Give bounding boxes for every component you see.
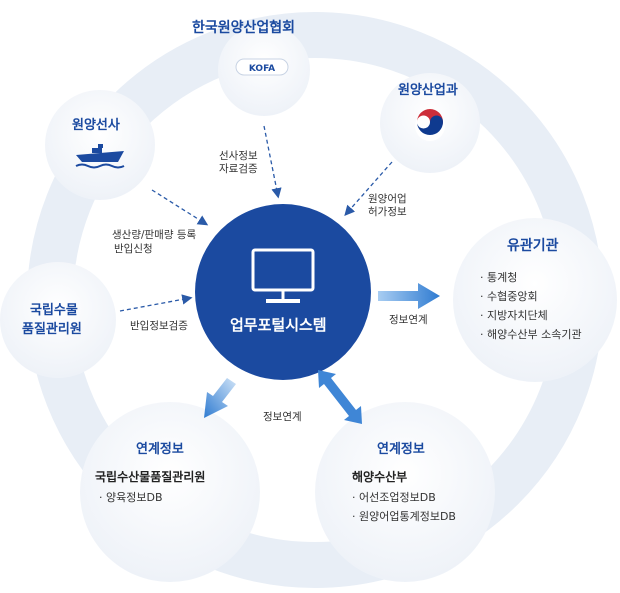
list-item: 양육정보DB: [99, 488, 163, 507]
monitor-icon: [251, 248, 315, 303]
nfqs-title-line2: 품질관리원: [22, 322, 82, 337]
edge-label-agencies: 정보연계: [389, 314, 428, 326]
arrow-kofa-to-center: [263, 125, 282, 199]
edge-label-industry-line2: 허가정보: [368, 206, 407, 218]
ship-icon: [75, 144, 125, 169]
edge-label-company-line2: 반입신청: [114, 243, 153, 255]
arrow-nfqs-to-center: [119, 294, 193, 312]
arrow-company-to-center: [151, 189, 209, 226]
edge-label-nfqs: 반입정보검증: [130, 320, 188, 332]
link-left-org: 국립수산물품질관리원: [95, 470, 206, 484]
nfqs-title-line1: 국립수물: [30, 303, 78, 318]
bubble-nfqs: [0, 262, 116, 378]
link-right-org: 해양수산부: [352, 470, 408, 484]
related-agencies-title: 유관기관: [507, 238, 559, 254]
edge-label-company-line1: 생산량/판매량 등록: [112, 229, 197, 241]
arrow-center-to-link-left: [204, 378, 236, 418]
link-right-list: 어선조업정보DB 원양어업통계정보DB: [352, 488, 456, 526]
list-item: 어선조업정보DB: [352, 488, 456, 507]
bubble-link-left: [80, 402, 260, 582]
list-item: 지방자치단체: [480, 306, 582, 325]
taegeuk-emblem-icon: [415, 109, 445, 141]
related-agencies-list: 통계청 수협중앙회 지방자치단체 해양수산부 소속기관: [480, 268, 582, 344]
arrow-center-to-agencies: [378, 283, 440, 309]
center-title: 업무포털시스템: [230, 316, 327, 334]
edge-label-link: 정보연계: [263, 411, 302, 423]
list-item: 해양수산부 소속기관: [480, 325, 582, 344]
edge-label-kofa-line2: 자료검증: [219, 163, 258, 175]
kofa-logo: KOFA: [235, 58, 289, 76]
list-item: 수협중앙회: [480, 287, 582, 306]
edge-label-kofa-line1: 선사정보: [219, 150, 258, 162]
kofa-logo-text: KOFA: [249, 64, 275, 74]
fishing-company-title: 원양선사: [72, 118, 120, 133]
ocean-industry-title: 원양산업과: [398, 83, 458, 98]
arrow-center-link-right-bidirectional: [318, 370, 362, 424]
kofa-title: 한국원양산업협회: [192, 20, 296, 36]
list-item: 원양어업통계정보DB: [352, 507, 456, 526]
link-left-list: 양육정보DB: [99, 488, 163, 507]
link-right-title: 연계정보: [377, 442, 425, 457]
arrow-industry-to-center: [344, 161, 393, 216]
list-item: 통계청: [480, 268, 582, 287]
link-left-title: 연계정보: [136, 442, 184, 457]
edge-label-industry-line1: 원양어업: [368, 193, 407, 205]
